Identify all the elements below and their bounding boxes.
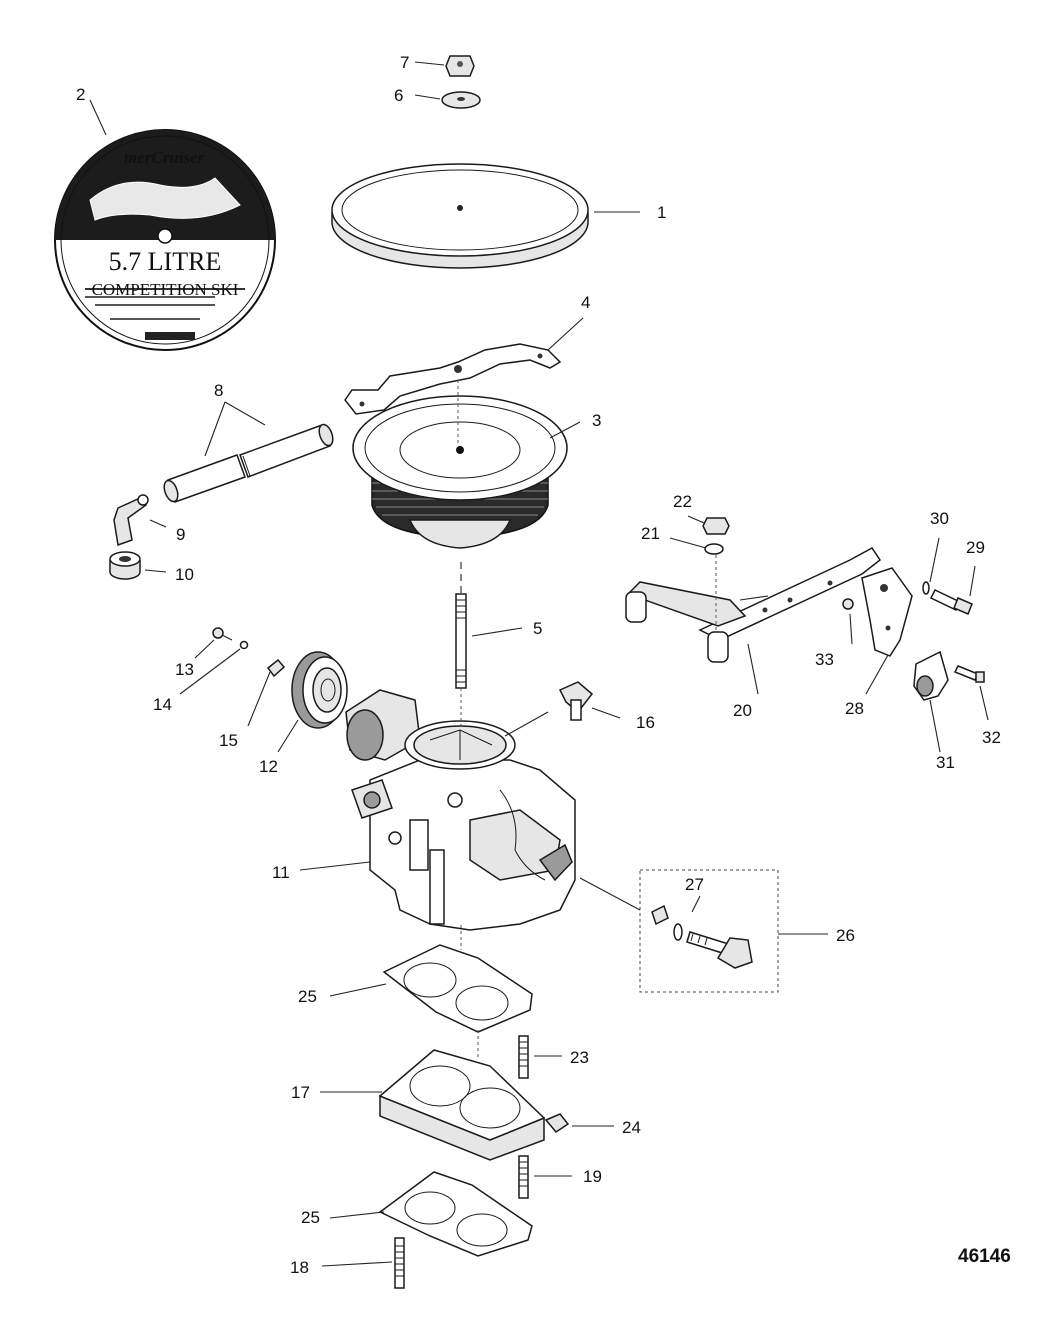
screw-13-part <box>212 627 233 641</box>
figure-number: 46146 <box>958 1246 1011 1267</box>
callout-20: 20 <box>733 701 752 720</box>
callout-15: 15 <box>219 731 238 750</box>
decal-brand: merCruiser <box>124 148 205 167</box>
bolt-29-part <box>929 589 973 615</box>
callout-22: 22 <box>673 492 692 511</box>
callout-30: 30 <box>930 509 949 528</box>
nut-22-part <box>702 517 730 535</box>
air-cleaner-cover-part <box>331 163 589 269</box>
callout-10: 10 <box>175 565 194 584</box>
hose-part <box>163 423 334 503</box>
callout-19: 19 <box>583 1167 602 1186</box>
screw-32-part <box>953 665 985 683</box>
callout-2: 2 <box>76 85 85 104</box>
inset-box <box>639 869 779 993</box>
callout-21: 21 <box>641 524 660 543</box>
callout-31: 31 <box>936 753 955 772</box>
callout-29: 29 <box>966 538 985 557</box>
washer-14-part <box>239 640 249 650</box>
callout-4: 4 <box>581 293 590 312</box>
callout-6: 6 <box>394 86 403 105</box>
callout-33: 33 <box>815 650 834 669</box>
callout-1: 1 <box>657 203 666 222</box>
spacer-part <box>378 1049 546 1161</box>
callout-18: 18 <box>290 1258 309 1277</box>
callout-7: 7 <box>400 53 409 72</box>
callout-17: 17 <box>291 1083 310 1102</box>
decal-part <box>54 129 276 351</box>
callout-27: 27 <box>685 875 704 894</box>
callout-8: 8 <box>214 381 223 400</box>
o-ring-part <box>673 923 683 941</box>
decal-line1: 5.7 LITRE <box>109 247 222 276</box>
callout-14: 14 <box>153 695 172 714</box>
decal-line2: COMPETITION SKI <box>92 280 239 299</box>
washer-part <box>441 91 481 109</box>
gasket-lower-part <box>378 1171 533 1257</box>
clip-15-part <box>266 658 286 678</box>
callout-9: 9 <box>176 525 185 544</box>
callout-32: 32 <box>982 728 1001 747</box>
clip-31-part <box>913 650 949 701</box>
stud-19-part <box>518 1155 529 1199</box>
callout-13: 13 <box>175 660 194 679</box>
nut-24-part <box>544 1113 570 1133</box>
callout-26: 26 <box>836 926 855 945</box>
callouts: 1 2 3 4 5 6 7 8 9 10 11 12 13 14 15 16 1… <box>76 53 1001 1277</box>
throttle-bracket-part <box>625 547 882 663</box>
callout-3: 3 <box>592 411 601 430</box>
stud-23-part <box>518 1035 529 1079</box>
washer-30-part <box>922 581 930 595</box>
callout-5: 5 <box>533 619 542 638</box>
air-filter-part <box>352 395 568 549</box>
fitting-26-part <box>686 931 753 969</box>
callout-12: 12 <box>259 757 278 776</box>
nut-27-part <box>651 904 669 926</box>
elbow-fitting-part <box>113 494 149 547</box>
stud-part <box>455 593 467 689</box>
gasket-upper-part <box>382 944 533 1033</box>
callout-25-lower: 25 <box>301 1208 320 1227</box>
bracket-part <box>344 343 562 415</box>
choke-thermostat-part <box>291 651 348 729</box>
nut-33-part <box>842 598 854 610</box>
grommet-part <box>109 551 141 580</box>
callout-25-upper: 25 <box>298 987 317 1006</box>
carburetor-part <box>345 689 576 931</box>
callout-28: 28 <box>845 699 864 718</box>
callout-16: 16 <box>636 713 655 732</box>
nut-part <box>445 55 475 77</box>
stud-18-part <box>394 1237 405 1289</box>
fitting-16-part <box>558 681 594 721</box>
leader-lines <box>89 61 989 1267</box>
linkage-bracket-part <box>861 567 913 657</box>
callout-11: 11 <box>272 863 290 882</box>
callout-23: 23 <box>570 1048 589 1067</box>
washer-21-part <box>704 543 724 555</box>
callout-24: 24 <box>622 1118 641 1137</box>
